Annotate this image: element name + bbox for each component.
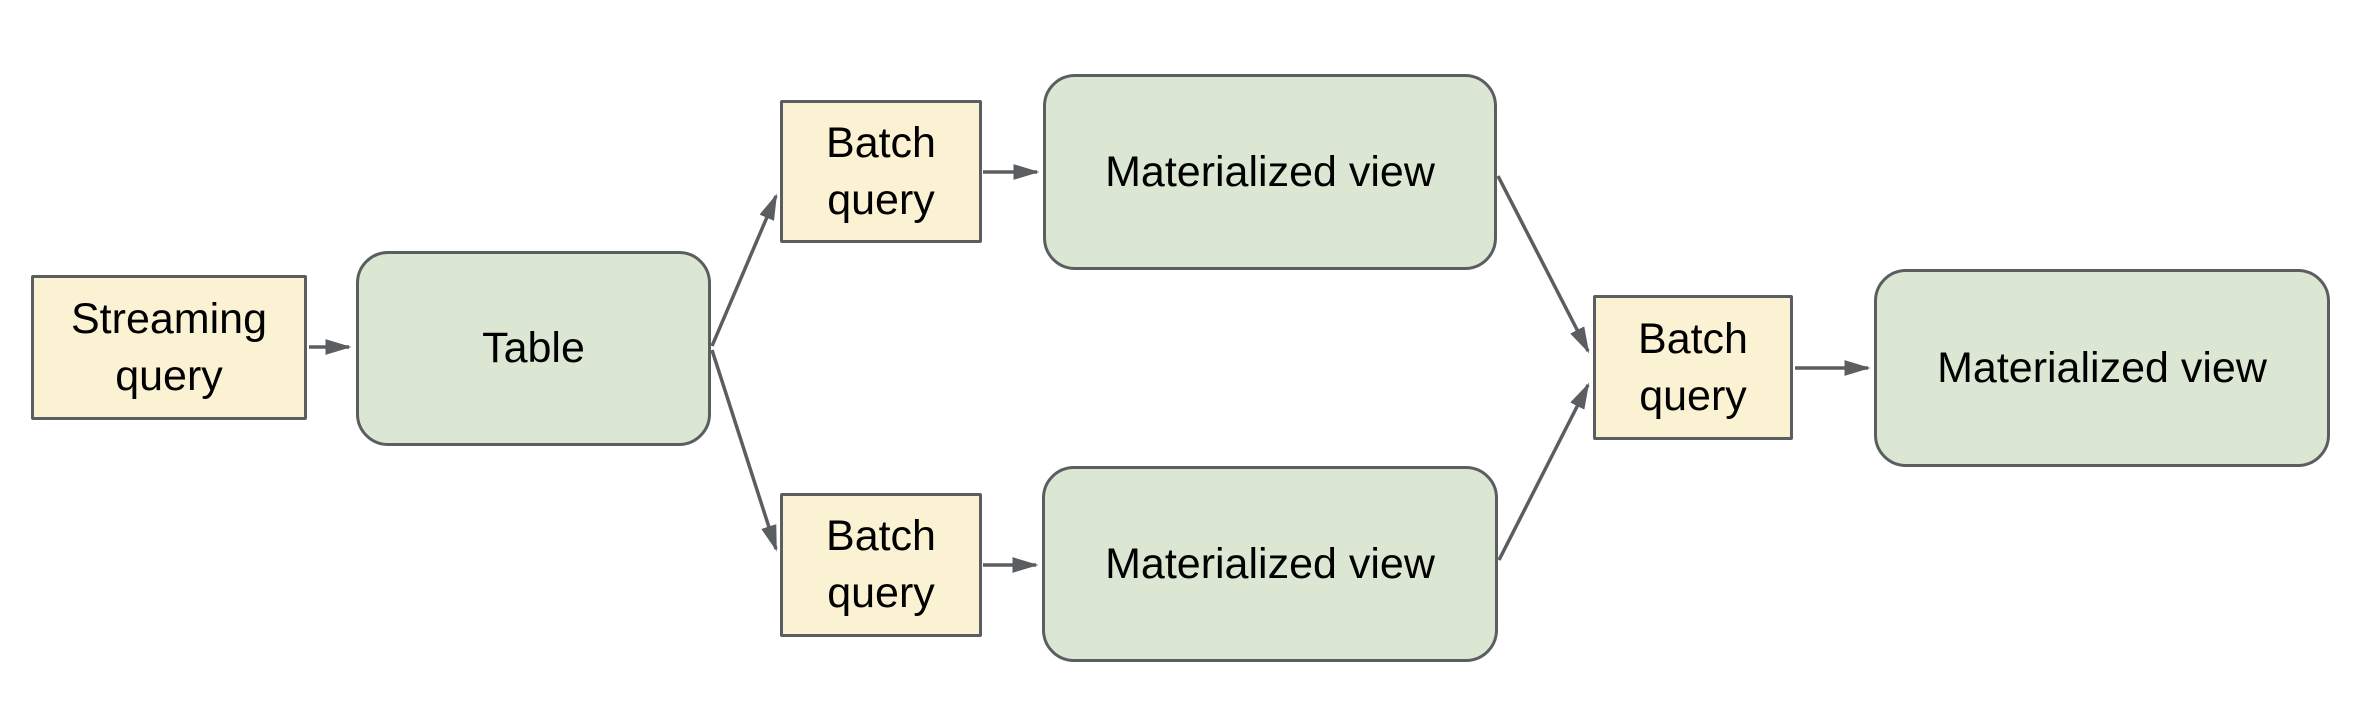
node-batch-query-top: Batch query xyxy=(780,100,982,243)
arrow-table-to-batch-query-top xyxy=(710,193,778,347)
node-table-label: Table xyxy=(482,324,585,373)
node-materialized-view-bottom: Materialized view xyxy=(1042,466,1498,662)
node-batch-query-top-label: Batch query xyxy=(826,118,936,224)
node-streaming-query-label: Streaming query xyxy=(71,294,267,400)
node-batch-query-right: Batch query xyxy=(1593,295,1793,440)
node-materialized-view-top: Materialized view xyxy=(1043,74,1497,270)
node-table: Table xyxy=(356,251,711,446)
arrow-table-to-batch-query-bottom xyxy=(710,349,778,552)
node-materialized-view-top-label: Materialized view xyxy=(1105,147,1435,196)
node-batch-query-right-label: Batch query xyxy=(1638,314,1748,420)
node-materialized-view-bottom-label: Materialized view xyxy=(1105,539,1435,588)
node-materialized-view-final-label: Materialized view xyxy=(1937,343,2267,392)
arrow-materialized-view-top-to-batch-query-right xyxy=(1496,175,1590,354)
node-batch-query-bottom: Batch query xyxy=(780,493,982,637)
node-materialized-view-final: Materialized view xyxy=(1874,269,2330,467)
node-streaming-query: Streaming query xyxy=(31,275,307,420)
arrow-materialized-view-bottom-to-batch-query-right xyxy=(1497,382,1590,561)
node-batch-query-bottom-label: Batch query xyxy=(826,512,936,617)
